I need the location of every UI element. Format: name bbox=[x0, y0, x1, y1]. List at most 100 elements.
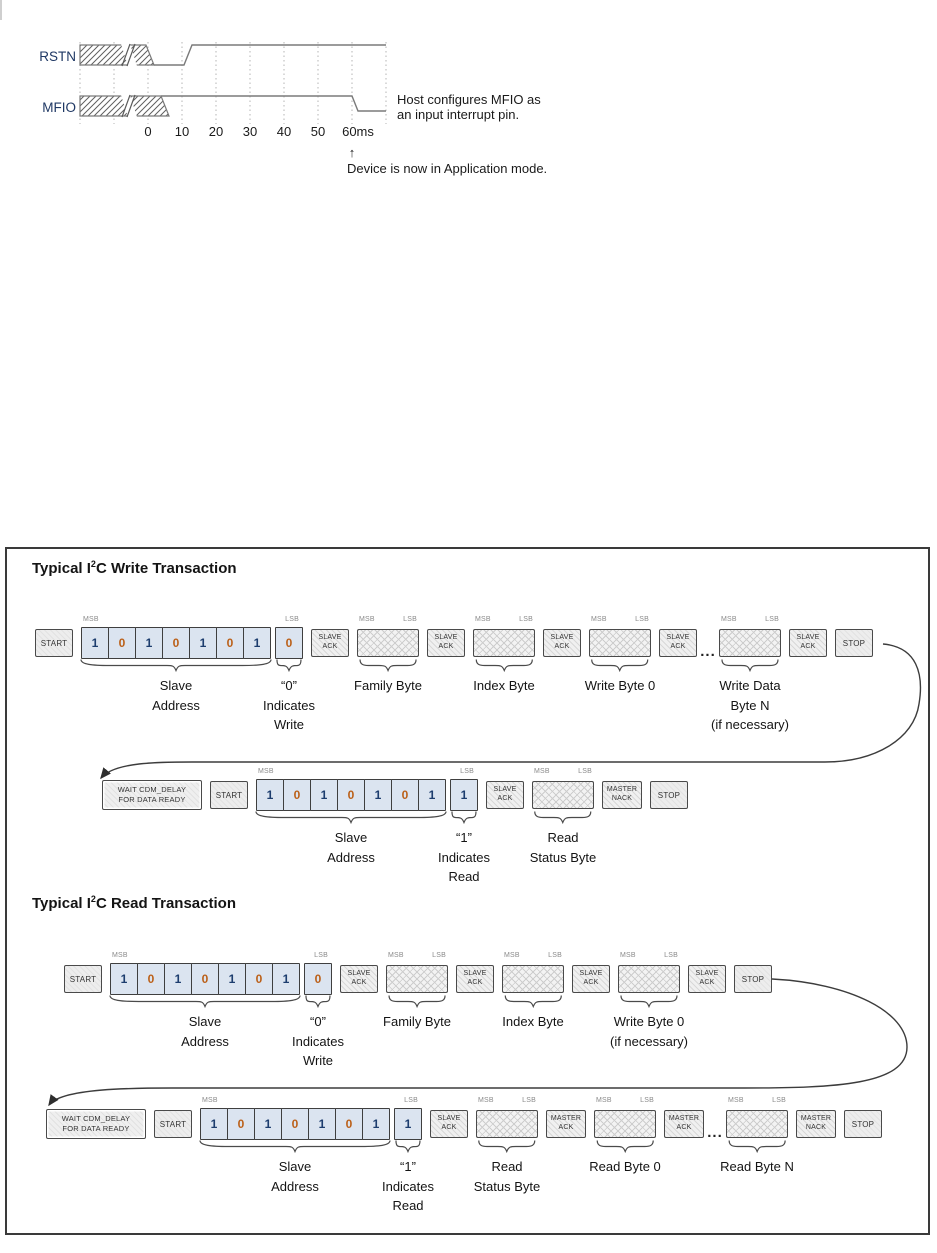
start-box: START bbox=[35, 629, 73, 657]
data-byte-box bbox=[594, 1110, 656, 1138]
rstn-waveform bbox=[79, 43, 386, 67]
bit-value: 0 bbox=[245, 963, 273, 995]
bit-value: 1 bbox=[256, 779, 284, 811]
bit-value: 1 bbox=[364, 779, 392, 811]
underbrace bbox=[721, 659, 779, 673]
mfio-note-line2: an input interrupt pin. bbox=[397, 107, 519, 122]
time-axis-ticks: 0 10 20 30 40 50 60ms bbox=[144, 124, 374, 139]
annotation: Write Byte 0 bbox=[584, 659, 656, 696]
annotation: Family Byte bbox=[383, 995, 451, 1032]
msb-label: MSB bbox=[721, 616, 737, 623]
underbrace bbox=[276, 659, 302, 673]
data-byte-box bbox=[589, 629, 651, 657]
data-byte-box bbox=[719, 629, 781, 657]
slave-ack-box: SLAVE ACK bbox=[456, 950, 494, 996]
bit-value: 0 bbox=[391, 779, 419, 811]
annotation: “1” Indicates Read bbox=[382, 1140, 434, 1216]
bit-value: 1 bbox=[110, 963, 138, 995]
master-ack-box: MASTER ACK bbox=[664, 1095, 704, 1141]
slave-ack-box: SLAVE ACK bbox=[427, 614, 465, 660]
lsb-label: LSB bbox=[640, 1097, 654, 1104]
mfio-label: MFIO bbox=[42, 100, 76, 115]
bit-value: 0 bbox=[191, 963, 219, 995]
master-ack-box: MASTER ACK bbox=[664, 1110, 704, 1138]
bit-value: 0 bbox=[304, 963, 332, 995]
ellipsis: ... bbox=[700, 643, 716, 660]
master-nack-box: MASTER NACK bbox=[602, 781, 642, 809]
underbrace bbox=[395, 1140, 421, 1154]
signal-break bbox=[121, 44, 137, 66]
annotation: Read Status Byte bbox=[474, 1140, 540, 1196]
bit-value: 1 bbox=[243, 627, 271, 659]
slave-ack-box: SLAVE ACK bbox=[486, 781, 524, 809]
underbrace bbox=[109, 995, 301, 1009]
caption: Slave Address bbox=[152, 678, 200, 713]
data-byte-box bbox=[618, 965, 680, 993]
master-ack-box: MASTER ACK bbox=[546, 1110, 586, 1138]
caption: Read Status Byte bbox=[529, 830, 597, 865]
tick-60ms: 60ms bbox=[342, 124, 374, 139]
underbrace bbox=[80, 659, 272, 673]
caption: Slave Address bbox=[181, 1014, 229, 1049]
msb-label: MSB bbox=[596, 1097, 612, 1104]
msb-label: MSB bbox=[728, 1097, 744, 1104]
stop-box: STOP bbox=[835, 614, 873, 660]
annotation: Read Byte N bbox=[720, 1140, 794, 1177]
mfio-note-line1: Host configures MFIO as bbox=[397, 92, 541, 107]
underbrace bbox=[478, 1140, 536, 1154]
caption: Read Byte 0 bbox=[589, 1159, 661, 1174]
data-byte-box bbox=[502, 965, 564, 993]
start-box: START bbox=[64, 950, 102, 996]
slave-ack-box: SLAVE ACK bbox=[486, 766, 524, 812]
annotation: Read Status Byte bbox=[530, 811, 596, 867]
msb-label: MSB bbox=[504, 952, 520, 959]
lsb-label: LSB bbox=[664, 952, 678, 959]
write-transaction-title: Typical I2C Write Transaction bbox=[32, 559, 237, 577]
bit-value: 1 bbox=[272, 963, 300, 995]
annotation: Index Byte bbox=[502, 995, 564, 1032]
underbrace bbox=[199, 1140, 391, 1154]
stop-box: STOP bbox=[650, 766, 688, 812]
underbrace bbox=[591, 659, 649, 673]
lsb-label: LSB bbox=[432, 952, 446, 959]
bit-group: 0 bbox=[275, 627, 303, 659]
bit-value: 1 bbox=[418, 779, 446, 811]
ellipsis: ... bbox=[707, 1124, 723, 1141]
msb-label: MSB bbox=[534, 768, 550, 775]
slave-ack-box: SLAVE ACK bbox=[572, 950, 610, 996]
wait-cmd-delay-box: WAIT CDM_DELAY FOR DATA READY bbox=[102, 780, 202, 810]
tick-0: 0 bbox=[144, 124, 151, 139]
bit-group: 0 bbox=[304, 963, 332, 995]
caption: Slave Address bbox=[327, 830, 375, 865]
data-byte-box bbox=[386, 965, 448, 993]
tick-40: 40 bbox=[277, 124, 291, 139]
caption: Slave Address bbox=[271, 1159, 319, 1194]
annotation: Write Data Byte N (if necessary) bbox=[711, 659, 789, 735]
wait-cmd-delay-box: WAIT CDM_DELAY FOR DATA READY bbox=[46, 1095, 146, 1141]
start-box: START bbox=[154, 1095, 192, 1141]
reset-timing-diagram: RSTN MFIO 0 10 20 30 40 50 60ms Host con… bbox=[39, 42, 547, 176]
start-box: START bbox=[64, 965, 102, 993]
lsb-label: LSB bbox=[772, 1097, 786, 1104]
bit-value: 1 bbox=[394, 1108, 422, 1140]
msb-label: MSB bbox=[620, 952, 636, 959]
annotation: Slave Address bbox=[109, 995, 301, 1051]
page-edge-artifact bbox=[0, 0, 2, 20]
caption: Write Byte 0 bbox=[584, 678, 656, 693]
bit-group: 1 bbox=[450, 779, 478, 811]
bit-value: 0 bbox=[137, 963, 165, 995]
caption: Index Byte bbox=[473, 678, 535, 693]
underbrace bbox=[475, 659, 533, 673]
